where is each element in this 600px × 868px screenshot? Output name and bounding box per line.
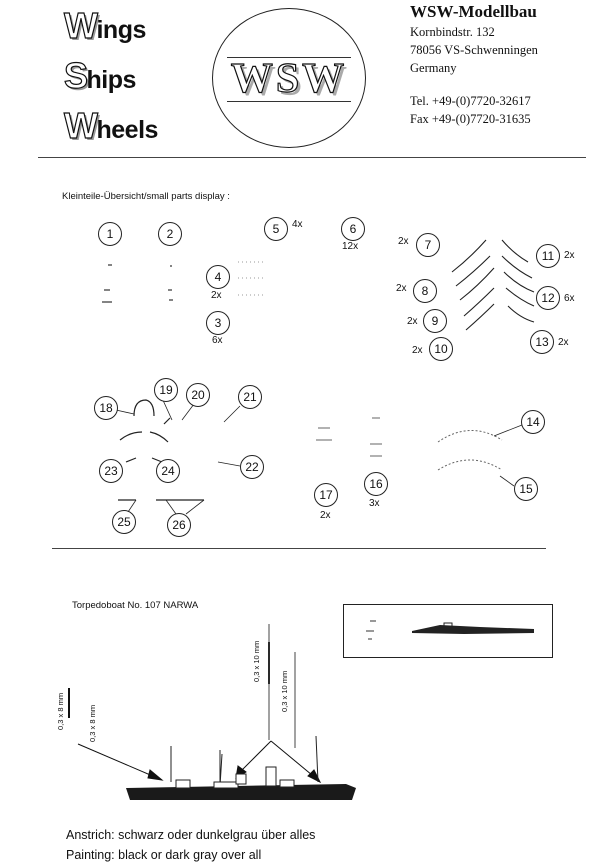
callout-3: 3 xyxy=(206,311,230,335)
callout-16: 16 xyxy=(364,472,388,496)
qty-3: 6x xyxy=(212,335,223,346)
rack-parts xyxy=(316,417,503,471)
qty-5: 4x xyxy=(292,219,303,230)
logo-word-wings: Wings xyxy=(63,5,146,46)
callout-13: 13 xyxy=(530,330,554,354)
company-street: Kornbindstr. 132 xyxy=(410,25,495,39)
callout-21: 21 xyxy=(238,385,262,409)
qty-13: 2x xyxy=(558,337,569,348)
painting-english: Painting: black or dark gray over all xyxy=(66,848,262,862)
callout-14: 14 xyxy=(521,410,545,434)
qty-17: 2x xyxy=(320,510,331,521)
callout-26: 26 xyxy=(167,513,191,537)
qty-6: 12x xyxy=(342,241,359,252)
callout-11: 11 xyxy=(536,244,560,268)
callout-5: 5 xyxy=(264,217,288,241)
callout-22: 22 xyxy=(240,455,264,479)
qty-9: 2x xyxy=(407,316,418,327)
company-country: Germany xyxy=(410,61,457,75)
company-tel: Tel. +49-(0)7720-32617 xyxy=(410,94,531,108)
painting-german: Anstrich: schwarz oder dunkelgrau über a… xyxy=(66,828,316,842)
callout-12: 12 xyxy=(536,286,560,310)
company-city: 78056 VS-Schwenningen xyxy=(410,43,538,57)
boat-section-title: Torpedoboat No. 107 NARWA xyxy=(72,600,199,611)
part-1-2-marks xyxy=(102,264,173,303)
callout-20: 20 xyxy=(186,383,210,407)
logo-word-ships: Ships xyxy=(63,55,136,96)
fret-preview-box xyxy=(343,604,553,658)
callout-15: 15 xyxy=(514,477,538,501)
qty-11: 2x xyxy=(564,250,575,261)
emblem-text: WSW xyxy=(230,55,348,102)
crane-parts xyxy=(118,399,204,501)
callout-6: 6 xyxy=(341,217,365,241)
emblem-rule-top xyxy=(227,57,351,58)
qty-10: 2x xyxy=(412,345,423,356)
callout-18: 18 xyxy=(94,396,118,420)
callout-25: 25 xyxy=(112,510,136,534)
qty-16: 3x xyxy=(369,498,380,509)
dim-label-a: 0,3 x 8 mm xyxy=(56,692,65,730)
fret-preview-drawing xyxy=(366,620,534,640)
callout-24: 24 xyxy=(156,459,180,483)
qty-12: 6x xyxy=(564,293,575,304)
railing-parts xyxy=(451,239,535,331)
qty-4: 2x xyxy=(211,290,222,301)
callout-8: 8 xyxy=(413,279,437,303)
callout-17: 17 xyxy=(314,483,338,507)
company-name: WSW-Modellbau xyxy=(410,2,537,21)
callout-2: 2 xyxy=(158,222,182,246)
section-divider xyxy=(52,548,546,549)
callout-19: 19 xyxy=(154,378,178,402)
qty-8: 2x xyxy=(396,283,407,294)
callout-23: 23 xyxy=(99,459,123,483)
parts-drawing xyxy=(102,239,535,515)
company-fax: Fax +49-(0)7720-31635 xyxy=(410,112,531,126)
emblem: WSW xyxy=(212,8,366,148)
parts-section-title: Kleinteile-Übersicht/small parts display… xyxy=(62,191,230,202)
logo-word-wheels: Wheels xyxy=(63,105,158,146)
header-divider xyxy=(38,157,586,158)
dim-label-c: 0,3 x 10 mm xyxy=(252,640,261,682)
callout-9: 9 xyxy=(423,309,447,333)
boat-drawing xyxy=(68,624,356,800)
callout-10: 10 xyxy=(429,337,453,361)
dim-label-d: 0,3 x 10 mm xyxy=(280,670,289,712)
company-block: WSW-Modellbau Kornbindstr. 132 78056 VS-… xyxy=(410,2,538,127)
callout-7: 7 xyxy=(416,233,440,257)
emblem-rule-bottom xyxy=(227,101,351,102)
dim-label-b: 0,3 x 8 mm xyxy=(88,704,97,742)
callout-1: 1 xyxy=(98,222,122,246)
callout-4: 4 xyxy=(206,265,230,289)
part-4-5-6-marks xyxy=(238,261,266,296)
qty-7: 2x xyxy=(398,236,409,247)
leader-lines xyxy=(115,397,523,515)
